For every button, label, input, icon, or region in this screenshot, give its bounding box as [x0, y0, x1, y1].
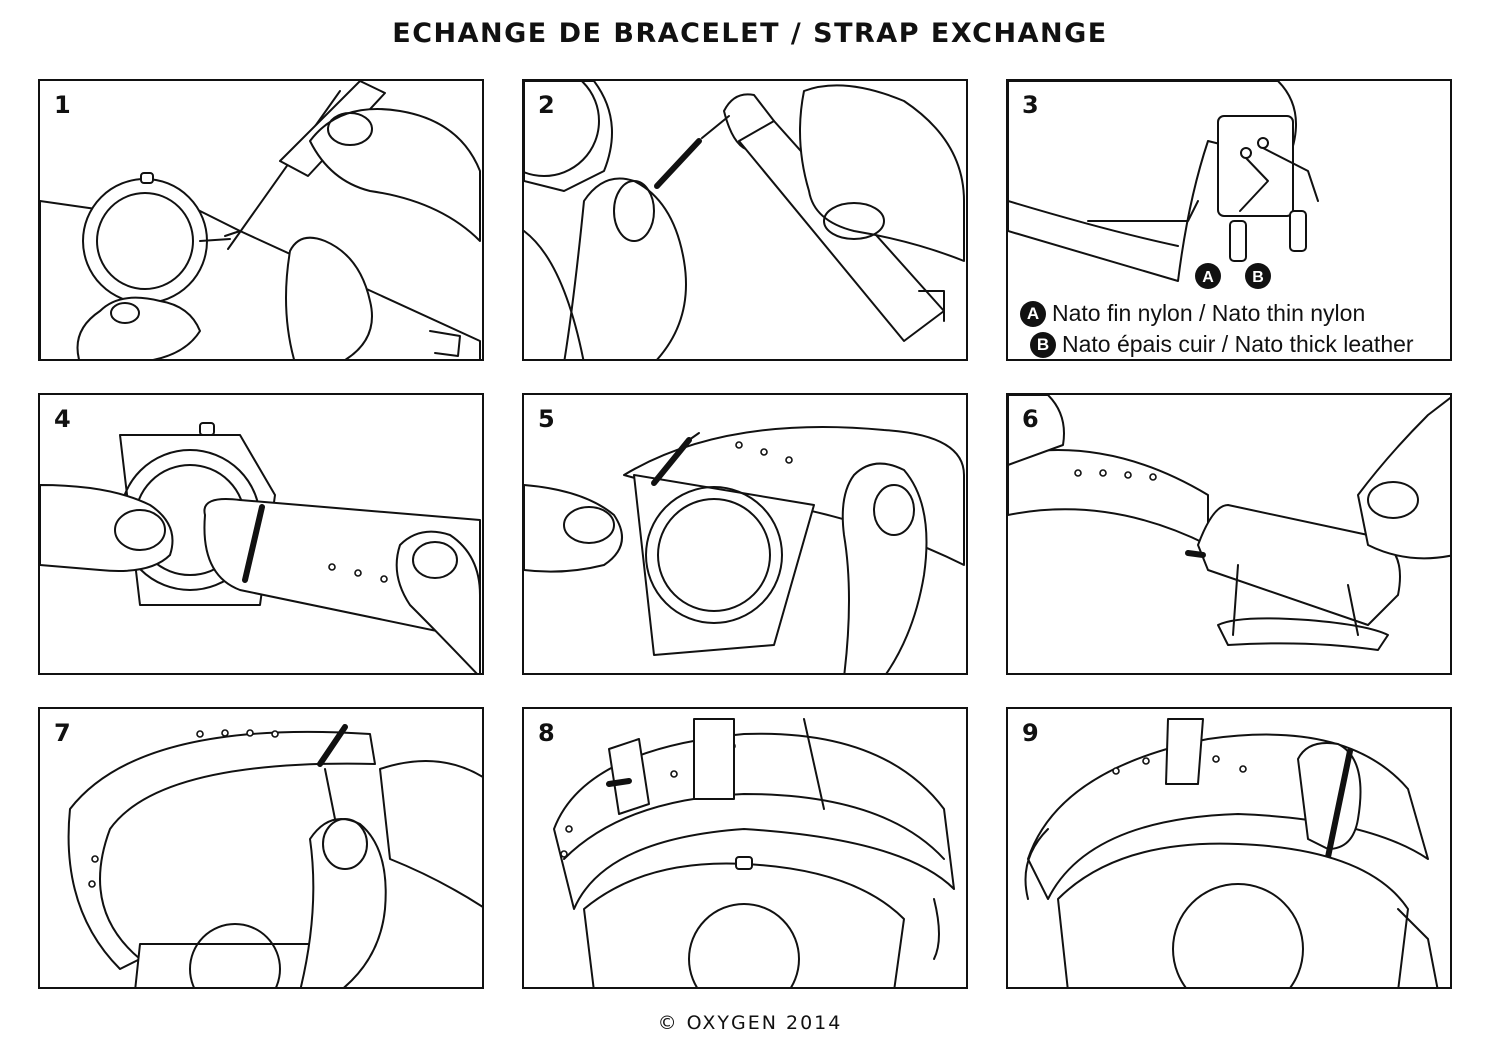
step-9-illustration: [1024, 718, 1439, 987]
step-2-illustration: [524, 81, 965, 359]
step-5-illustration: [524, 426, 965, 673]
step-1-illustration: [40, 81, 481, 359]
step-number: 5: [536, 405, 557, 433]
step-3-illustration: A B: [1008, 81, 1319, 289]
step-number: 2: [536, 91, 557, 119]
step-panel-4: 4: [38, 393, 484, 675]
step-panel-8: 8: [522, 707, 968, 989]
step-panel-9: 9: [1006, 707, 1452, 989]
step-number: 7: [52, 719, 73, 747]
step-6-illustration: [1008, 395, 1450, 651]
badge-b: B: [1030, 331, 1056, 358]
step-panel-2: 2: [522, 79, 968, 361]
badge-a: A: [1020, 300, 1046, 327]
step-number: 6: [1020, 405, 1041, 433]
legend-item-b: B Nato épais cuir / Nato thick leather: [1030, 331, 1414, 358]
legend-text-b: Nato épais cuir / Nato thick leather: [1062, 331, 1414, 357]
step-panel-1: 1: [38, 79, 484, 361]
step-7-illustration: [67, 724, 482, 987]
legend-item-a: A Nato fin nylon / Nato thin nylon: [1020, 300, 1365, 327]
pin-label-b: B: [1252, 269, 1264, 286]
step-8-illustration: [553, 718, 955, 987]
pin-label-a: A: [1202, 269, 1214, 286]
step-number: 1: [52, 91, 73, 119]
legend-text-a: Nato fin nylon / Nato thin nylon: [1052, 300, 1366, 326]
step-panel-5: 5: [522, 393, 968, 675]
step-number: 9: [1020, 719, 1041, 747]
step-panel-7: 7: [38, 707, 484, 989]
step-number: 8: [536, 719, 557, 747]
step-4-illustration: [40, 422, 481, 673]
step-panel-6: 6: [1006, 393, 1452, 675]
step-panel-3: 3 A B A Nato fin nylon / Nato thin nylon…: [1006, 79, 1452, 361]
diagram-title: ECHANGE DE BRACELET / STRAP EXCHANGE: [392, 18, 1108, 49]
step-number: 4: [52, 405, 73, 433]
step-number: 3: [1020, 91, 1041, 119]
copyright-footer: © OXYGEN 2014: [657, 1012, 843, 1034]
